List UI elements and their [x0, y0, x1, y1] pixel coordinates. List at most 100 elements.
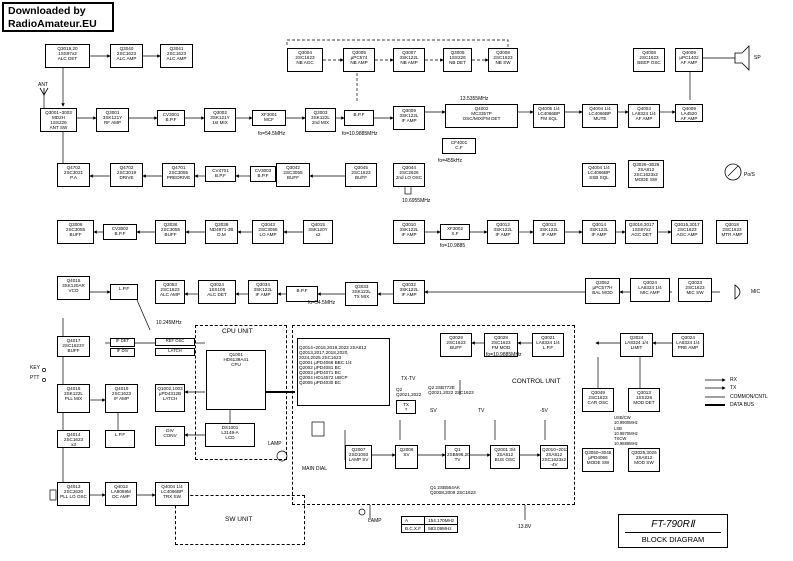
po-s-label: Po/S: [744, 172, 755, 178]
circuit-block: CV3003 B.P.F: [250, 166, 276, 182]
speaker-icon: [734, 45, 750, 71]
circuit-block: B.P.F: [344, 110, 374, 126]
circuit-block: Q3024 LA8324 1/4 LIMIT: [620, 333, 653, 357]
circuit-block: Q3049 2SC1623 CAR OSC: [582, 388, 614, 412]
circuit-block: Q3006 2SC3055 BUFF: [57, 220, 94, 244]
circuit-block: Q3028 2SC1623 FM MOD: [484, 333, 518, 357]
legend-item: COMMON/CNTL: [730, 393, 768, 400]
diagram-subtitle: BLOCK DIAGRAM: [625, 532, 721, 544]
circuit-block: IF DET: [110, 338, 135, 347]
circuit-block: Q3005 1SS226 NB DET: [443, 48, 472, 72]
circuit-block: Q3004 2SC1623 NB AGC: [287, 48, 323, 72]
model-title: FT-790RⅡ: [651, 519, 695, 530]
circuit-block: DS1001 L3149-A LCD: [205, 423, 255, 447]
circuit-block: Q4702 2SC3019 DRIVE: [110, 163, 143, 187]
download-badge-line1: Downloaded by: [8, 5, 86, 17]
circuit-block: Q3002 3SK121Y 1st MIX: [204, 108, 236, 132]
circuit-block: Q3036 2SC3055 BUFF: [155, 220, 186, 244]
circuit-block: L.P.F: [110, 284, 138, 300]
f455-label: fo=455kHz: [438, 158, 463, 164]
legend-item: RX: [730, 377, 737, 383]
circuit-block: Q4015 3SK120AR VCO: [57, 276, 90, 300]
lamp-bottom-icon: [358, 508, 366, 516]
parts-list-line: Q2005 μPD4030 BC: [299, 380, 341, 385]
circuit-block: Q4702 2SC3021 P.A: [57, 163, 90, 187]
ptt-switch-icon: [42, 378, 46, 382]
circuit-block: Q4701 2SC3055 PREDRIVE: [162, 163, 195, 187]
f10-label-3: fo=10.9885MHz: [486, 352, 522, 358]
circuit-block: Q4004 1/4 LC4066BP MUTE: [582, 104, 618, 128]
circuit-block: Q3042 2SC3055 BUFF: [276, 163, 310, 187]
circuit-block: Q3033 3SK122L TX MIX: [345, 282, 378, 306]
download-badge-line2: RadioAmateur.EU: [8, 18, 97, 30]
circuit-block: Q3025,3026 2SA812 MOD SW: [628, 448, 660, 472]
circuit-block: Q3003 3SK122L 2nd MIX: [305, 108, 336, 132]
circuit-block: Q4014 2SC1623 x3: [57, 430, 90, 448]
txtv-label: TX·TV: [401, 376, 416, 382]
circuit-block: Q3044 2SC2626 2nd LO OSC: [393, 163, 425, 187]
f54-label-2: fo=54.5MHz: [308, 300, 336, 306]
circuit-block: Q3009 3SK122L IF AMP: [393, 106, 425, 130]
circuit-block: Q3053 2SC1623 ALC AMP: [155, 280, 185, 304]
circuit-block: XF3001 MCF: [252, 110, 286, 126]
circuit-block: Q4019 2SC1623 IF AMP: [105, 384, 138, 413]
tv-label: TV: [478, 408, 485, 414]
circuit-block: Q3023 2SC1623 MIC SW: [678, 278, 712, 302]
circuit-block: Q3052 μPC577H BAL MOD: [585, 278, 620, 304]
circuit-block: Q3016,3017 1SS97x2 AGC DET: [625, 220, 658, 244]
circuit-block: Q3050~3048 μPD4066 MODE SW: [582, 448, 614, 472]
circuit-block: Q3034 3SK122L IF AMP: [248, 280, 278, 304]
circuit-block: XF3002 X.F: [440, 224, 470, 240]
circuit-block: LATCH: [155, 348, 195, 356]
legend-item: TX: [730, 385, 737, 392]
circuit-block: Q4012 LA8069M DC AMP: [105, 482, 137, 506]
circuit-block: TX ?: [396, 400, 416, 414]
circuit-block: Q4008 2SC1623 BEEP OSC: [633, 48, 665, 72]
f10-69-label: 10.6955MHz: [402, 198, 431, 204]
parts-list-line: Q2003 μPD4071 BC: [299, 370, 341, 375]
key-switch-icon: [42, 368, 46, 372]
cpu-unit-label: CPU UNIT: [222, 328, 253, 335]
circuit-block: Q4009 μPC1402 AF AMP: [675, 48, 703, 72]
parts-list-line: Q2013,2017,2018,2020,: [299, 350, 349, 355]
circuit-block: Q3018 2SC1623 MTR AMP: [716, 220, 748, 244]
circuit-block: Q3040 2SC1623 ALC AMP: [110, 44, 143, 68]
main-dial-icon: [311, 421, 325, 437]
circuit-block: REF OSC: [155, 338, 195, 346]
control-unit-frame: [292, 325, 575, 505]
circuit-block: Q4003 LA8324 1/4 AF AMP: [628, 104, 660, 128]
circuit-block: DIV CONV: [155, 426, 185, 446]
circuit-block: B.P.F: [286, 286, 318, 302]
circuit-block: Q3007 3SK122L NB AMP: [393, 48, 425, 72]
circuit-block: Q3005 μPC574 NB AMP: [343, 48, 375, 72]
circuit-block: Q3024 LA8324 1/4 PRE AMP: [672, 333, 704, 357]
circuit-block: Q3026~3029 2SA812 2SC1623x2 MODE SW: [628, 160, 664, 188]
key-label: KEY: [30, 365, 41, 371]
parts-list-line: 2024,2025 2SC1623: [299, 355, 342, 360]
pll-crystal-icon: [49, 489, 57, 501]
circuit-block: Q3024 1SS106 ALC DET: [198, 280, 236, 304]
circuit-block: Q3014 3SK122L IF AMP: [582, 220, 616, 244]
circuit-block: Q2007 2SD1093 LAMP SV: [345, 445, 372, 469]
circuit-block: CV3002 B.P.F: [103, 224, 137, 240]
cpu-unit-frame: [195, 325, 287, 460]
main-dial-label: MAIN DIAL: [302, 466, 328, 472]
freq-key: A: [400, 516, 426, 525]
crystal-icon: [404, 185, 412, 195]
circuit-block: Q4004 1/4 LC4066BP SSB SQL: [582, 163, 616, 187]
download-badge: Downloaded by RadioAmateur.EU: [2, 2, 114, 32]
parts-list-line: Q2001 μPD4066 BBC 1/4: [299, 360, 352, 365]
sw-unit-frame: [175, 495, 305, 545]
circuit-block: Q4009 LA4520 AF AMP: [675, 104, 703, 122]
circuit-block: Q3008 2SC1623 NB SW: [488, 48, 518, 72]
control-unit-label: CONTROL UNIT: [512, 378, 561, 385]
circuit-block: Q3013 3SK122L IF AMP: [533, 220, 565, 244]
circuit-block: Q4002 MC3357P OSC/MIX/FM DET: [445, 104, 518, 128]
circuit-block: Q3012 3SK122L IF AMP: [487, 220, 519, 244]
circuit-block: IF DIV: [110, 348, 135, 357]
circuit-block: CF4001 C.F: [442, 138, 476, 154]
circuit-block: Q4017 2SC1623Y BUFF: [57, 336, 90, 357]
circuit-block: Q3015,3017 2SC1623 AGC AMP: [671, 220, 703, 244]
